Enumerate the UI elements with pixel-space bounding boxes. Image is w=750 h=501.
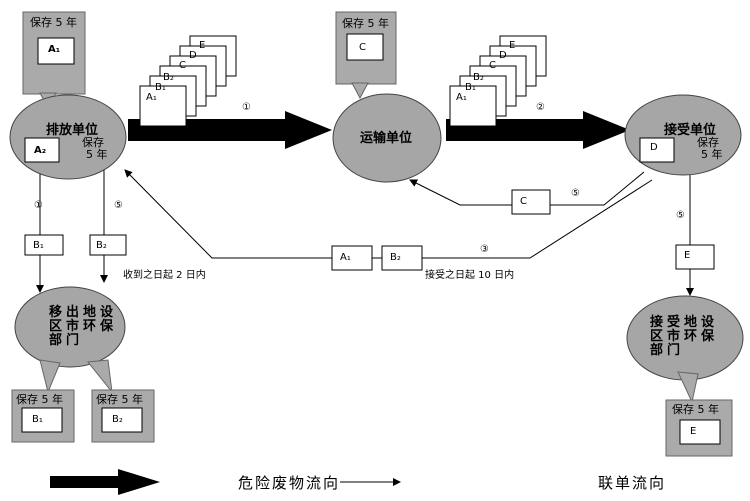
doc-a2-label: A₂ xyxy=(34,145,46,156)
svg-text:保存: 保存 xyxy=(82,135,104,149)
svg-text:A₁: A₁ xyxy=(456,92,467,103)
svg-text:5 年: 5 年 xyxy=(86,147,108,161)
svg-text:保存 5 年: 保存 5 年 xyxy=(96,392,143,406)
svg-text:移: 移 xyxy=(49,304,62,320)
svg-text:D: D xyxy=(189,50,197,61)
receiver-node: 接受单位 D 保存 5 年 xyxy=(624,94,742,176)
svg-text:E: E xyxy=(199,40,205,51)
step-1-label-left: ① xyxy=(34,200,43,211)
callout-tail-b2 xyxy=(87,359,113,394)
step-1-label: ① xyxy=(242,102,251,113)
svg-text:E: E xyxy=(509,40,515,51)
dest-dept-node: 接 受 地 设 区 市 环 保 部 门 xyxy=(626,295,744,381)
doc-b2-return: B₂ xyxy=(381,245,423,271)
svg-text:设: 设 xyxy=(100,305,114,320)
legend-waste-flow-label: 危险废物流向 xyxy=(238,474,340,492)
note-within-10-days: 接受之日起 10 日内 xyxy=(425,268,514,281)
svg-text:区: 区 xyxy=(650,329,663,344)
svg-text:B₂: B₂ xyxy=(163,72,174,83)
origin-dept-node: 移 出 地 设 区 市 环 保 部 门 xyxy=(14,286,126,368)
svg-text:部: 部 xyxy=(49,332,62,348)
legend: 危险废物流向 联单流向 xyxy=(50,469,666,495)
svg-text:地: 地 xyxy=(83,304,96,320)
doc-d-label: D xyxy=(650,142,658,153)
doc-e: E xyxy=(675,244,715,270)
legend-waste-flow-swatch xyxy=(50,469,160,495)
e-retention-callout: 保存 5 年 E xyxy=(665,399,733,457)
legend-form-flow-label: 联单流向 xyxy=(598,474,666,492)
b2-retention-callout: 保存 5 年 B₂ xyxy=(91,389,155,443)
svg-text:市: 市 xyxy=(667,328,680,344)
svg-text:B₁: B₁ xyxy=(33,240,44,251)
svg-text:B₂: B₂ xyxy=(390,252,401,263)
doc-c: C xyxy=(511,189,551,215)
svg-text:5 年: 5 年 xyxy=(701,147,723,161)
document-stack-2: E D C B₂ B₁ A₁ xyxy=(449,35,547,127)
svg-text:保存 5 年: 保存 5 年 xyxy=(16,392,63,406)
svg-text:E: E xyxy=(684,250,690,261)
svg-text:地: 地 xyxy=(684,314,697,330)
svg-text:B₂: B₂ xyxy=(96,240,107,251)
transporter-node: 运输单位 xyxy=(332,93,442,183)
svg-text:门: 门 xyxy=(667,342,680,358)
step-5-label-mid: ⑤ xyxy=(571,188,580,199)
svg-text:环: 环 xyxy=(684,329,697,344)
svg-text:部: 部 xyxy=(650,342,663,358)
svg-text:设: 设 xyxy=(701,315,715,330)
generator-retention-callout: 保存 5 年 A₁ xyxy=(22,11,86,110)
svg-text:接: 接 xyxy=(650,314,663,330)
svg-text:B₂: B₂ xyxy=(112,414,123,425)
svg-text:受: 受 xyxy=(667,314,680,330)
transporter-label: 运输单位 xyxy=(360,130,412,146)
svg-text:C: C xyxy=(489,60,496,71)
svg-text:C: C xyxy=(179,60,186,71)
svg-text:C: C xyxy=(520,196,527,207)
retention-label: 保存 5 年 xyxy=(342,16,389,30)
svg-text:B₁: B₁ xyxy=(32,414,43,425)
receiver-label: 接受单位 xyxy=(664,122,716,138)
step-3-label: ③ xyxy=(480,244,489,255)
svg-text:保存 5 年: 保存 5 年 xyxy=(672,402,719,416)
svg-text:B₁: B₁ xyxy=(465,82,476,93)
doc-c-label: C xyxy=(359,42,366,53)
svg-text:门: 门 xyxy=(66,332,79,348)
svg-text:出: 出 xyxy=(66,304,79,320)
svg-text:D: D xyxy=(499,50,507,61)
note-within-2-days: 收到之日起 2 日内 xyxy=(123,268,206,281)
generator-label: 排放单位 xyxy=(46,122,98,138)
step-5-label-left: ⑤ xyxy=(114,200,123,211)
svg-text:A₁: A₁ xyxy=(340,252,351,263)
svg-text:区: 区 xyxy=(49,319,62,334)
b1-retention-callout: 保存 5 年 B₁ xyxy=(11,389,75,443)
generator-node: 排放单位 A₂ 保存 5 年 xyxy=(9,94,127,180)
step-5-label-right: ⑤ xyxy=(676,210,685,221)
svg-text:保: 保 xyxy=(700,328,715,344)
doc-a1: A₁ xyxy=(331,245,373,271)
svg-text:B₂: B₂ xyxy=(473,72,484,83)
svg-text:B₁: B₁ xyxy=(155,82,166,93)
svg-text:环: 环 xyxy=(83,319,96,334)
svg-text:市: 市 xyxy=(66,318,79,334)
svg-text:保: 保 xyxy=(99,318,114,334)
retention-label: 保存 5 年 xyxy=(30,15,77,29)
doc-b1: B₁ xyxy=(24,234,64,256)
doc-b2: B₂ xyxy=(89,234,127,256)
doc-a1-label: A₁ xyxy=(48,44,60,55)
svg-text:A₁: A₁ xyxy=(146,92,157,103)
document-stack-1: E D C B₂ B₁ A₁ xyxy=(139,35,237,127)
step-2-label: ② xyxy=(536,102,545,113)
svg-text:保存: 保存 xyxy=(697,135,719,149)
callout-tail-e xyxy=(677,371,699,404)
callout-tail-b1 xyxy=(39,359,61,394)
svg-text:E: E xyxy=(690,426,696,437)
transporter-retention-callout: 保存 5 年 C xyxy=(335,11,397,100)
